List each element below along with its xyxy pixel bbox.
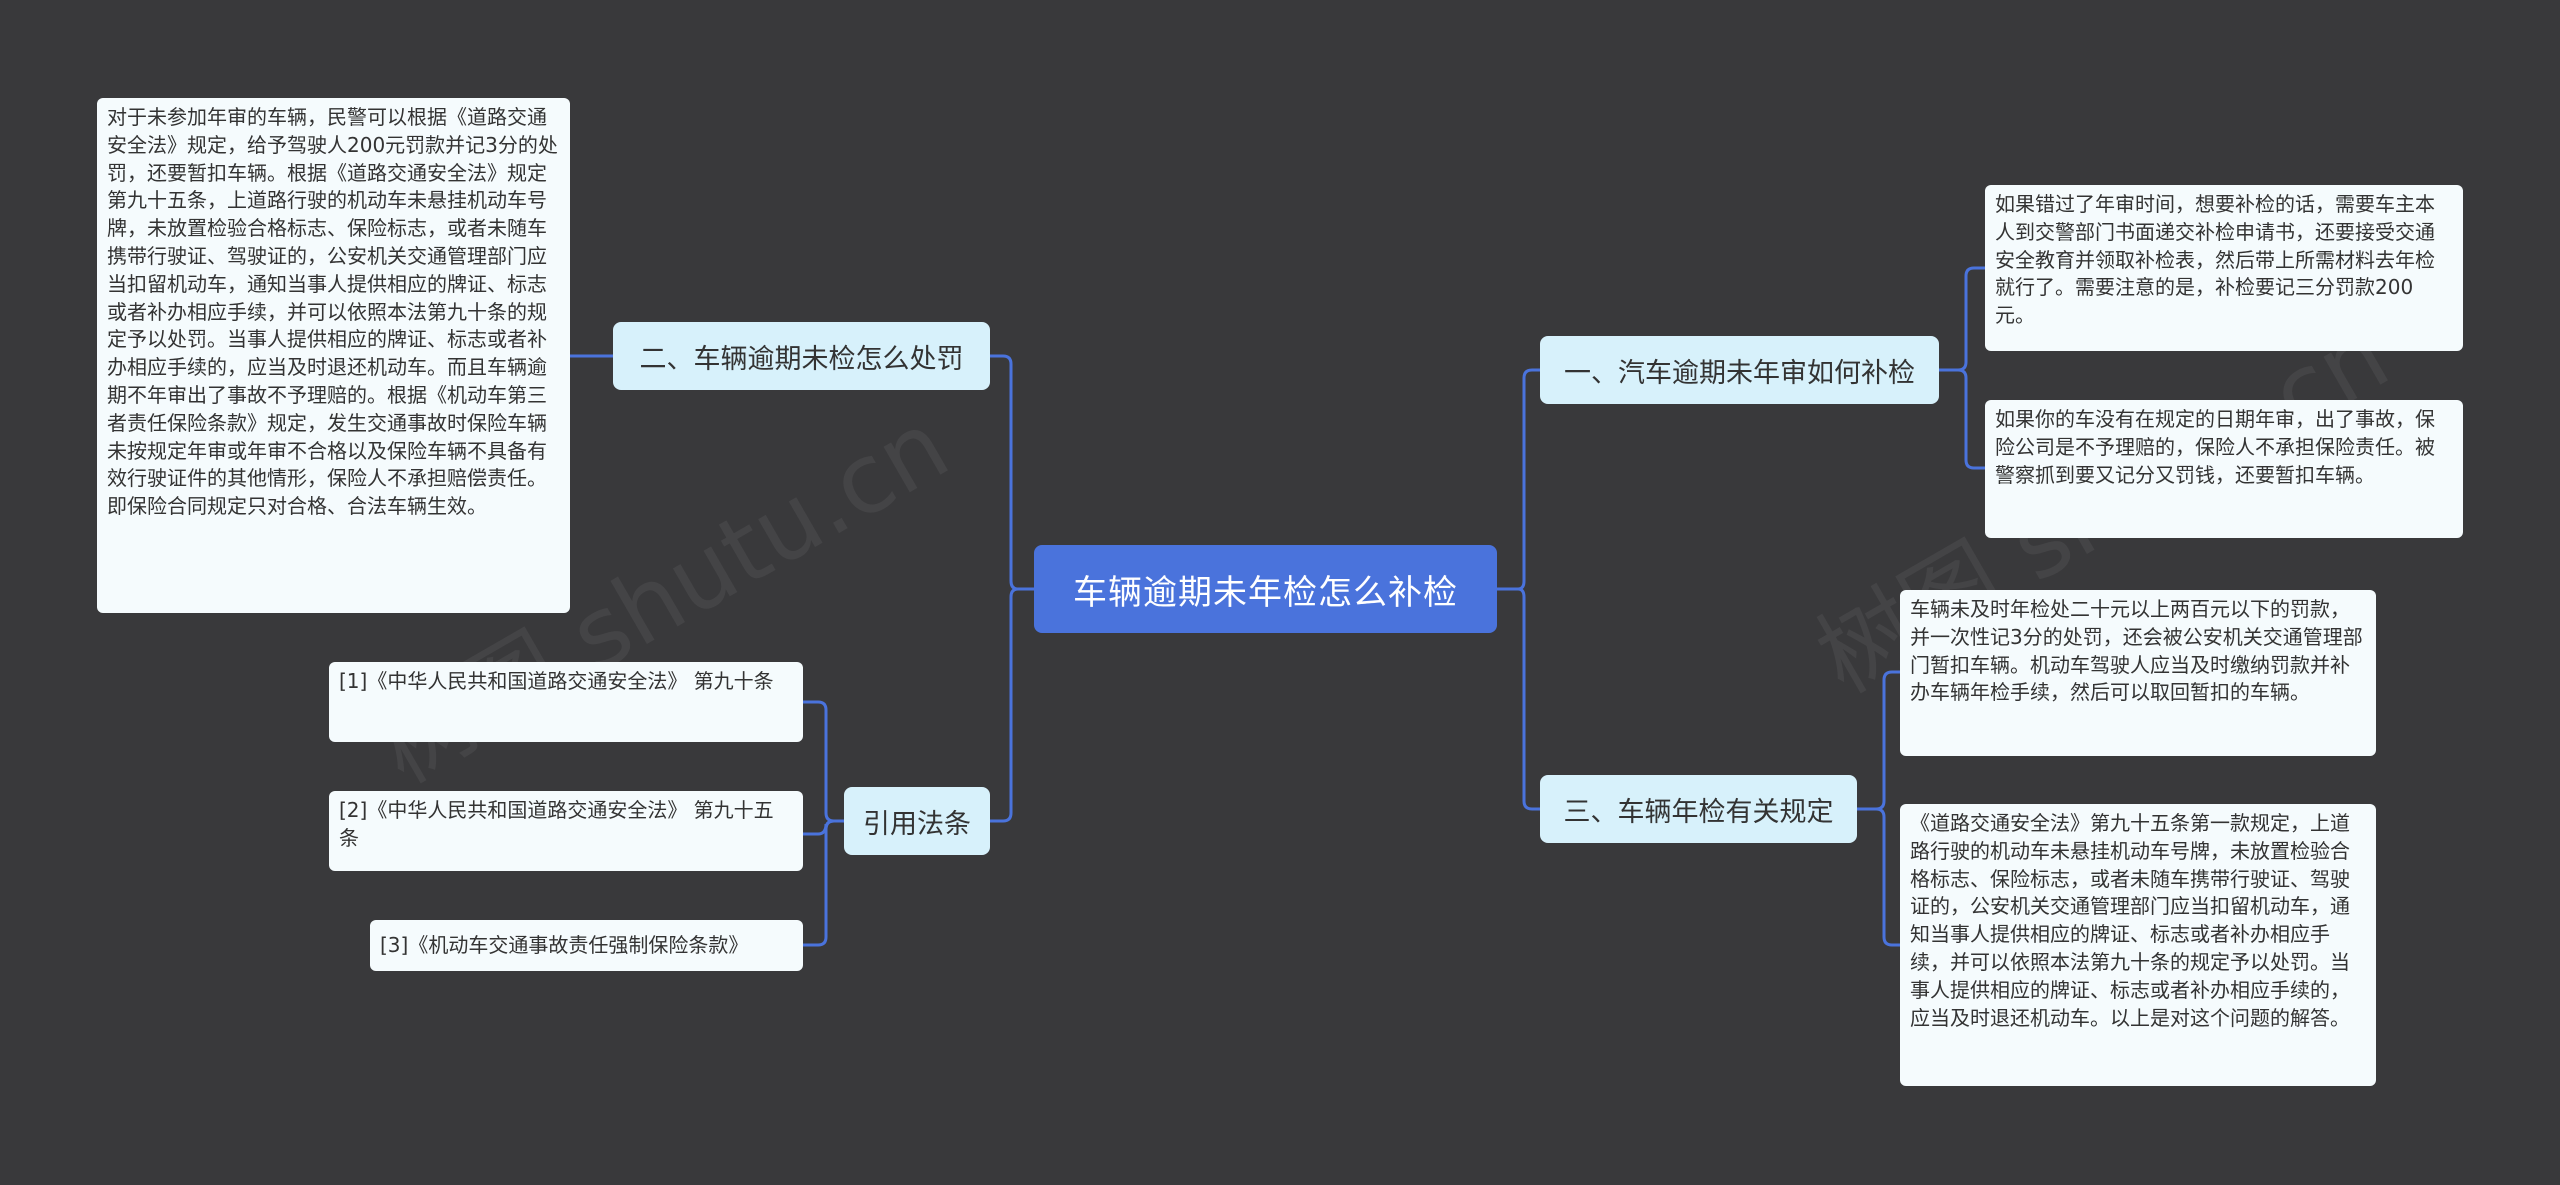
leaf-rules-fine[interactable]: 车辆未及时年检处二十元以上两百元以下的罚款，并一次性记3分的处罚，还会被公安机关…	[1900, 590, 2376, 756]
link-b4-leaf3	[803, 819, 844, 947]
leaf-makeup-procedure[interactable]: 如果错过了年审时间，想要补检的话，需要车主本人到交警部门书面递交补检申请书，还要…	[1985, 185, 2463, 351]
link-b4-leaf1	[803, 700, 844, 823]
link-root-b2	[990, 354, 1034, 591]
branch-annual-inspection-makeup[interactable]: 一、汽车逾期未年审如何补检	[1540, 336, 1939, 404]
link-root-b4	[990, 587, 1034, 823]
link-b1-leaf1	[1939, 266, 1985, 372]
leaf-penalty-details[interactable]: 对于未参加年审的车辆，民警可以根据《道路交通安全法》规定，给予驾驶人200元罚款…	[97, 98, 570, 613]
branch-annual-inspection-rules[interactable]: 三、车辆年检有关规定	[1540, 775, 1857, 843]
link-b3-leaf2	[1857, 807, 1900, 947]
branch-overdue-penalty[interactable]: 二、车辆逾期未检怎么处罚	[613, 322, 990, 390]
root-topic[interactable]: 车辆逾期未年检怎么补检	[1034, 545, 1497, 633]
link-root-b3	[1497, 587, 1540, 811]
link-b4-leaf2	[803, 819, 844, 836]
link-b1-leaf2	[1939, 368, 1985, 470]
link-b3-leaf1	[1857, 670, 1900, 811]
leaf-rules-law-article[interactable]: 《道路交通安全法》第九十五条第一款规定，上道路行驶的机动车未悬挂机动车号牌，未放…	[1900, 804, 2376, 1086]
leaf-law-citation-1[interactable]: [1]《中华人民共和国道路交通安全法》 第九十条	[329, 662, 803, 742]
branch-cited-laws[interactable]: 引用法条	[844, 787, 990, 855]
leaf-law-citation-2[interactable]: [2]《中华人民共和国道路交通安全法》 第九十五条	[329, 791, 803, 871]
leaf-makeup-consequences[interactable]: 如果你的车没有在规定的日期年审，出了事故，保险公司是不予理赔的，保险人不承担保险…	[1985, 400, 2463, 538]
leaf-law-citation-3[interactable]: [3]《机动车交通事故责任强制保险条款》	[370, 920, 803, 971]
link-root-b1	[1497, 368, 1540, 591]
